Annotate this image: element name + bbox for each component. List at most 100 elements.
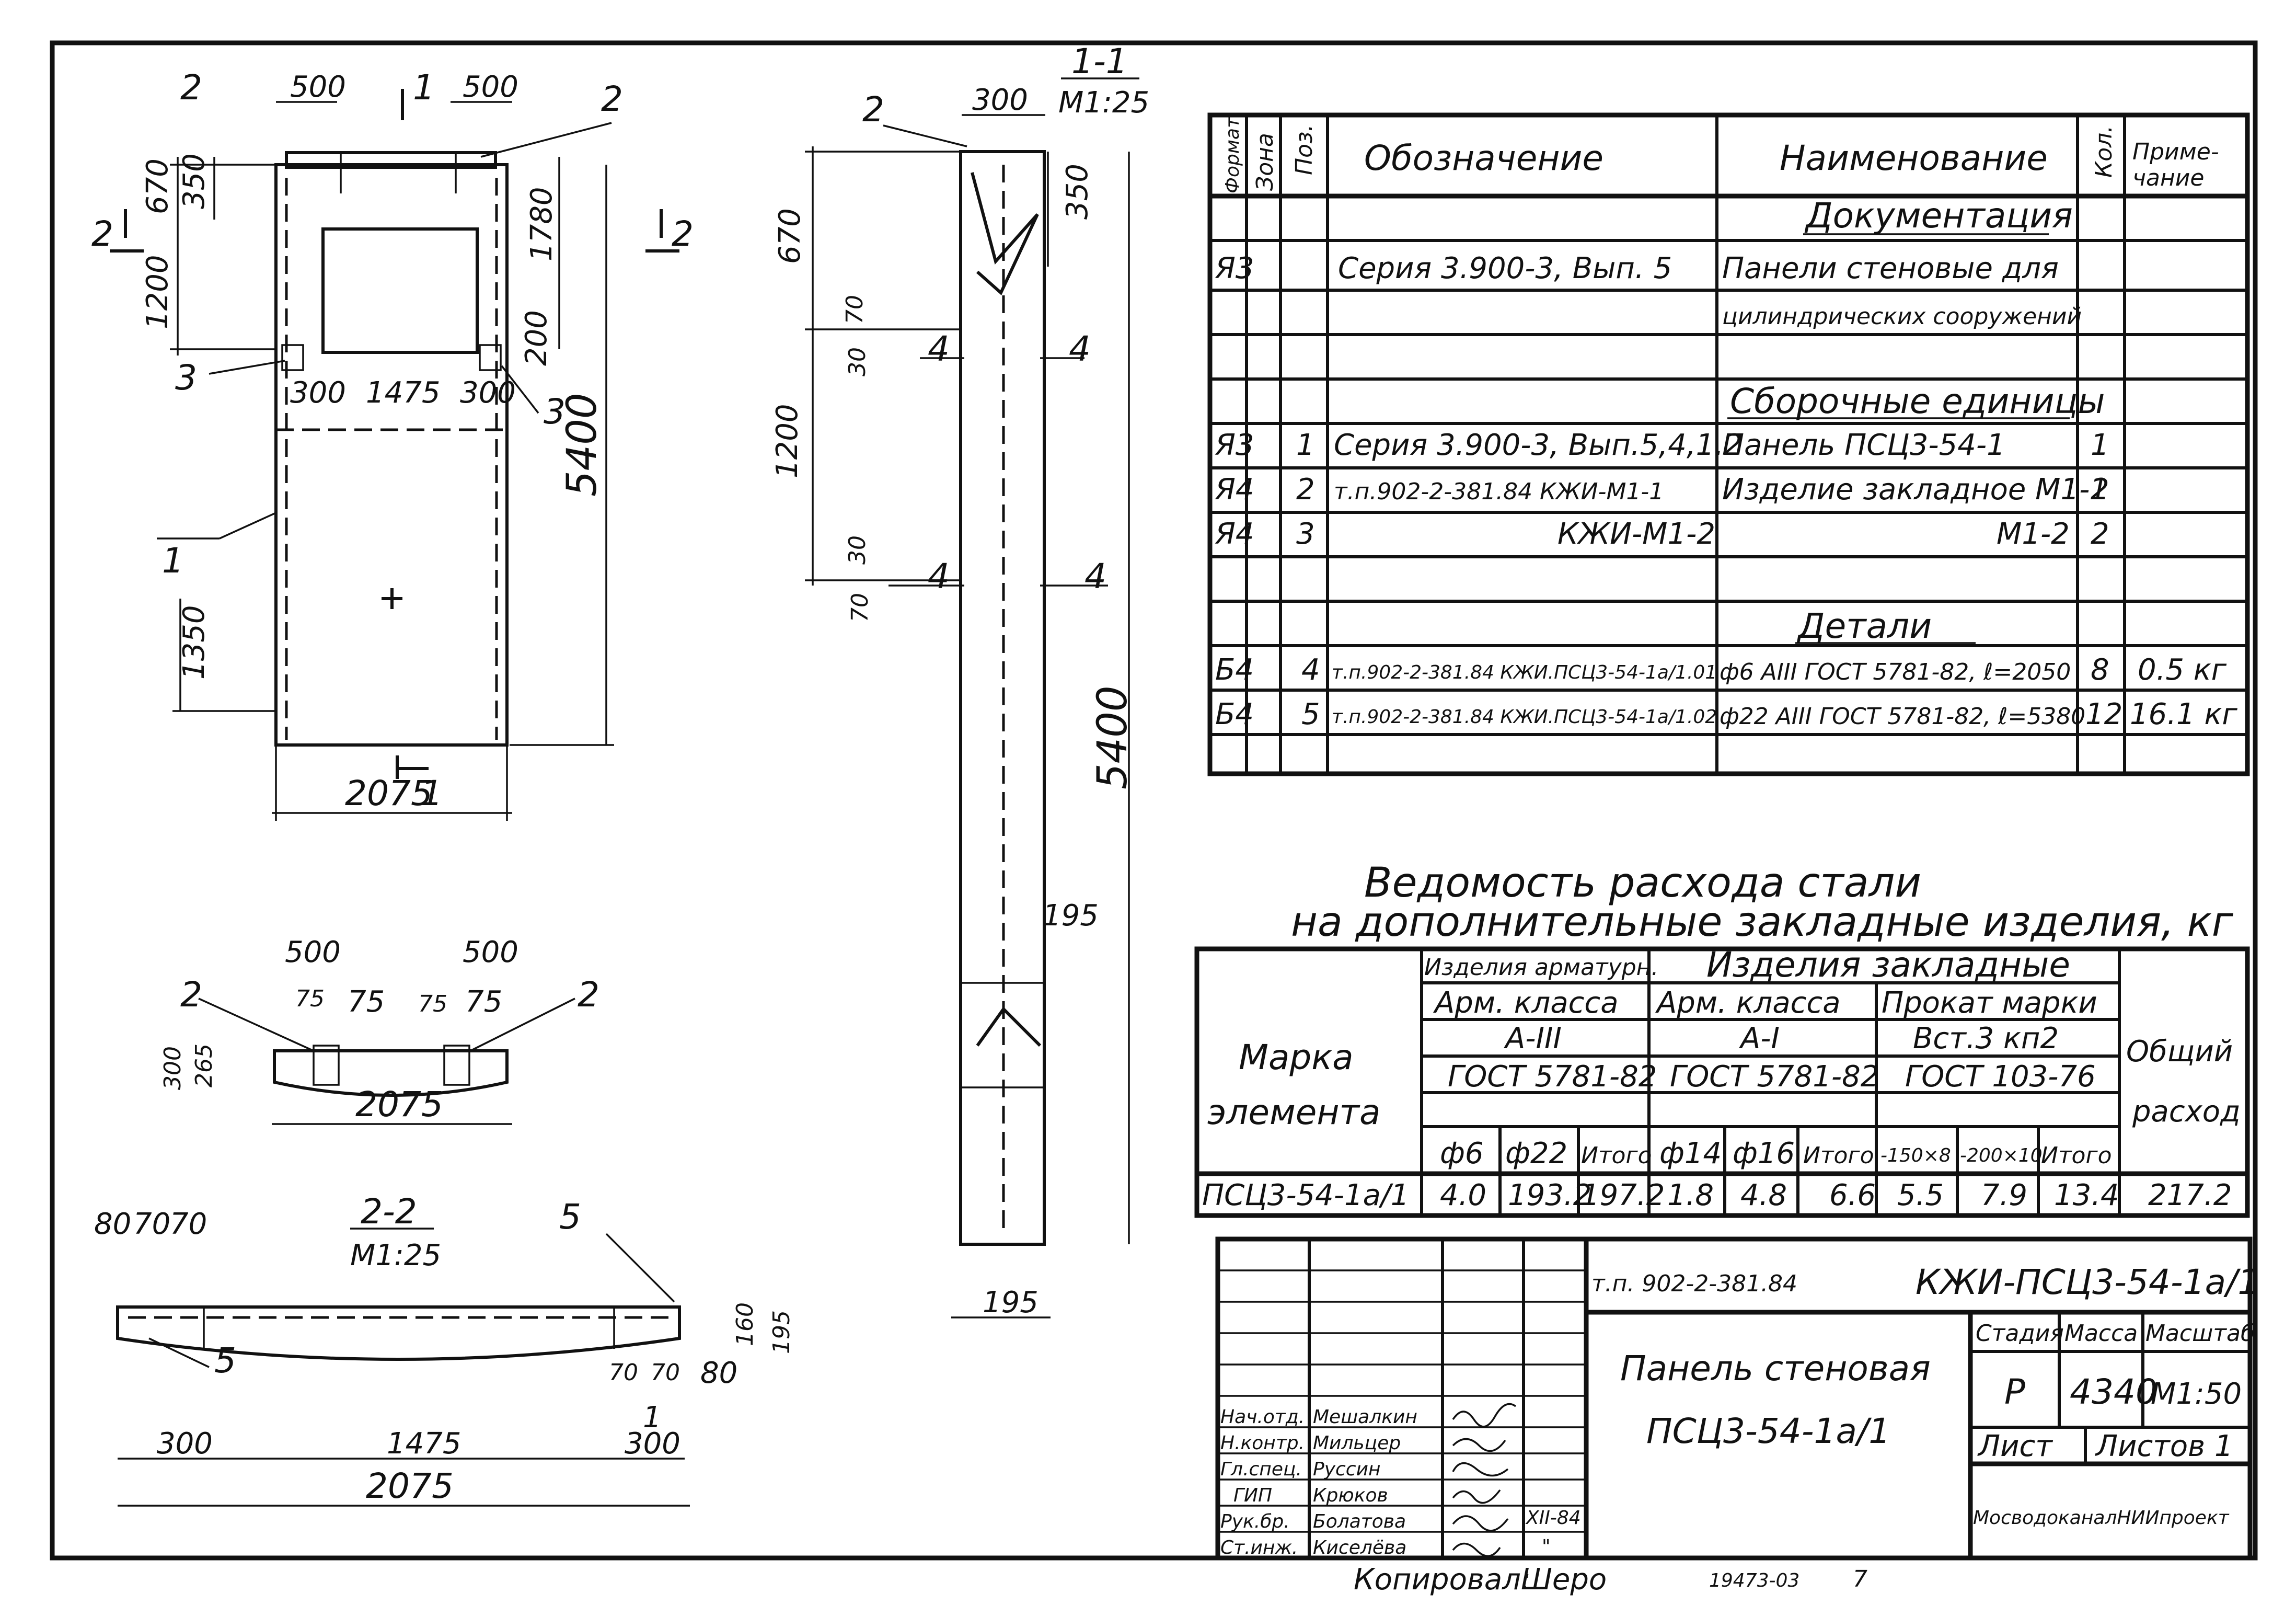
role: Гл.спец.	[1220, 1459, 1302, 1480]
header-sub-3: Вст.3 кп2	[1913, 1022, 2059, 1056]
col-200x10: -200×10	[1960, 1145, 2043, 1166]
stamp-stage: Р	[2004, 1372, 2025, 1412]
spec-row-fmt: Б4	[1215, 653, 1254, 687]
header-qty: Кол.	[2091, 125, 2117, 178]
header-note-1: Приме-	[2132, 139, 2219, 165]
cut-mark-1-bottom: 1	[421, 773, 443, 813]
steel-consumption-table: Ведомость расхода стали на дополнительны…	[1194, 859, 2250, 1218]
person-name: Киселёва	[1313, 1537, 1406, 1558]
sheet-frame	[50, 40, 2258, 1561]
stamp-sheets: Листов 1	[2095, 1429, 2233, 1463]
header-class-1: Арм. класса	[1433, 986, 1619, 1020]
dim-1780: 1780	[525, 187, 559, 261]
dim-80: 80	[94, 1207, 131, 1241]
dim-500-right: 500	[463, 935, 518, 969]
col-f22: ф22	[1505, 1137, 1567, 1171]
spec-row-pos: 2	[1296, 473, 1315, 507]
section-assemblies: Сборочные единицы	[1730, 381, 2105, 421]
cut-mark-2-left: 2	[91, 214, 113, 254]
dim-70-d: 70	[651, 1359, 680, 1386]
dim-70-a: 70	[133, 1207, 170, 1241]
dim-195: 195	[768, 1310, 795, 1354]
footer: Копировал: Шеро 19473-03 7	[1354, 1563, 1867, 1597]
dim-70-b: 70	[170, 1207, 207, 1241]
spec-row-qty: 2	[2091, 517, 2109, 551]
plan-outline	[273, 1049, 509, 1097]
header-pos: Поз.	[1291, 124, 1318, 175]
spec-row-designation: т.п.902-2-381.84 КЖИ.ПСЦ3-54-1а/1.01	[1332, 662, 1717, 683]
header-zone: Зона	[1252, 133, 1278, 191]
section-1-1-title: 1-1	[1071, 41, 1128, 82]
val-f16: 4.8	[1740, 1178, 1787, 1212]
header-total-2: расход	[2132, 1095, 2241, 1129]
marker-3-left: 3	[175, 358, 197, 398]
dim-75-a: 75	[295, 985, 325, 1012]
col-f14: ф14	[1659, 1137, 1722, 1171]
marker-4c: 4	[928, 556, 950, 597]
role: Рук.бр.	[1220, 1511, 1290, 1532]
header-class-2: Арм. класса	[1655, 986, 1841, 1020]
val-grand-total: 217.2	[2148, 1178, 2232, 1212]
dim-2075: 2075	[355, 1084, 443, 1125]
person-name: Болатова	[1313, 1511, 1406, 1532]
dim-670: 670	[141, 158, 175, 214]
stamp-scale: М1:50	[2151, 1377, 2242, 1411]
col-150x8: -150×8	[1880, 1145, 1951, 1166]
embed-3-left	[281, 344, 304, 371]
dim-1475: 1475	[366, 376, 441, 410]
dim-2075: 2075	[345, 773, 433, 813]
person-name: Мешалкин	[1313, 1406, 1417, 1428]
dim-300: 300	[159, 1046, 186, 1090]
dim-200: 200	[520, 310, 553, 366]
section-2-2-title: 2-2	[361, 1191, 417, 1232]
dim-75-d: 75	[465, 985, 502, 1019]
dim-1475: 1475	[387, 1427, 461, 1461]
dim-195-side: 195	[1043, 899, 1099, 933]
marker-2: 2	[601, 79, 623, 119]
spec-row-designation: Серия 3.900-3, Вып.5,4,1.2	[1334, 428, 1743, 462]
signature	[1452, 1403, 1517, 1428]
stamp-doc-code: т.п. 902-2-381.84	[1591, 1270, 1797, 1297]
marker-5-bottom: 5	[214, 1340, 236, 1381]
spec-row-pos: 4	[1301, 653, 1320, 687]
dim-80-b: 80	[700, 1356, 737, 1390]
embed-bar	[971, 172, 1039, 295]
dim-500-right: 500	[463, 70, 518, 104]
spec-row-fmt: Я3	[1215, 251, 1254, 285]
steel-title-1: Ведомость расхода стали	[1364, 859, 1921, 907]
spec-row-name: Панель ПСЦ3-54-1	[1722, 428, 2005, 462]
spec-row-fmt: Я4	[1215, 473, 1254, 507]
marker-4b: 4	[1069, 329, 1091, 369]
val-f14: 1.8	[1667, 1178, 1714, 1212]
col-f16: ф16	[1733, 1137, 1795, 1171]
dim-300-left: 300	[290, 376, 346, 410]
dim-300-left: 300	[157, 1427, 213, 1461]
spec-row-qty: 1	[2091, 428, 2109, 462]
dim-70-top: 70	[841, 295, 868, 324]
marker-5-top: 5	[559, 1197, 581, 1237]
marker-1: 1	[643, 1401, 662, 1435]
header-mark-1: Марка	[1239, 1037, 1354, 1077]
stamp-sheet: Лист	[1977, 1429, 2053, 1463]
dim-265: 265	[191, 1044, 217, 1087]
section-outline	[959, 150, 1046, 1246]
spec-row-name: Панели стеновые для	[1722, 251, 2059, 285]
spec-row-name: ф22 АIII ГОСТ 5781-82, ℓ=5380	[1720, 703, 2085, 730]
stamp-scale-header: Масштаб	[2145, 1320, 2255, 1347]
person-name: Руссин	[1313, 1459, 1381, 1480]
spec-row-name: ф6 АIII ГОСТ 5781-82, ℓ=2050	[1720, 659, 2071, 685]
marker-1: 1	[162, 541, 184, 581]
header-mark-2: элемента	[1207, 1092, 1380, 1132]
spec-row-pos: 5	[1301, 697, 1320, 731]
col-total-c: Итого	[2041, 1142, 2112, 1169]
marker-4d: 4	[1084, 556, 1106, 597]
spec-row-pos: 1	[1296, 428, 1315, 462]
spec-row-designation: Серия 3.900-3, Вып. 5	[1338, 251, 1672, 285]
role: Ст.инж.	[1220, 1537, 1298, 1558]
marker-4a: 4	[928, 329, 950, 369]
marker-2: 2	[862, 89, 884, 130]
cut-mark-2-top: 2	[180, 67, 202, 108]
spec-row-designation: т.п.902-2-381.84 КЖИ.ПСЦ3-54-1а/1.02	[1332, 706, 1717, 728]
dim-1350: 1350	[177, 605, 211, 680]
